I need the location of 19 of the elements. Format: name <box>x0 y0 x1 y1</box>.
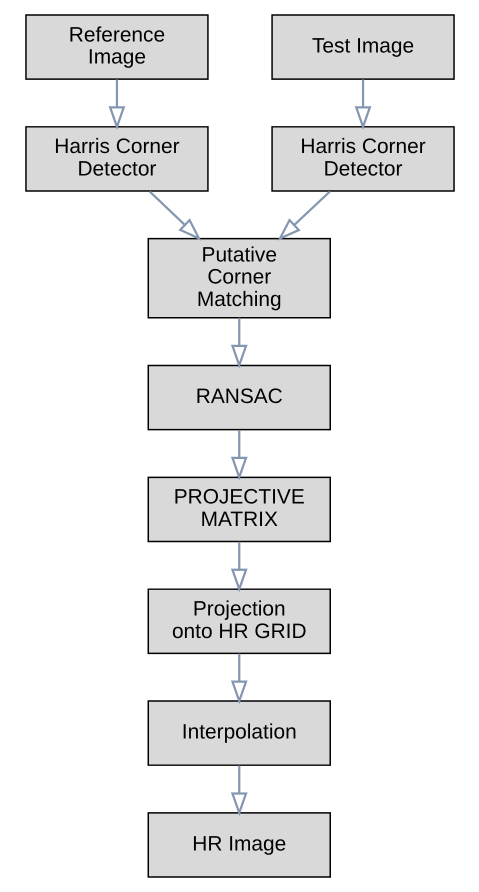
arrow <box>230 318 248 369</box>
node-box: PROJECTIVE MATRIX <box>147 476 330 542</box>
node-box: Harris Corner Detector <box>270 126 454 192</box>
node-box: RANSAC <box>147 364 330 430</box>
arrow <box>354 79 371 130</box>
node-box: HR Image <box>147 812 330 878</box>
arrow <box>230 766 248 816</box>
node-box: Test Image <box>270 14 454 80</box>
node-box: Projection onto HR GRID <box>147 588 330 654</box>
arrow <box>277 190 330 241</box>
arrow <box>108 79 125 130</box>
node-box: Interpolation <box>147 700 330 766</box>
arrow <box>148 190 201 241</box>
node-box: Putative Corner Matching <box>147 238 330 318</box>
node-box: Reference Image <box>24 14 208 80</box>
arrow <box>230 654 248 704</box>
node-box: Harris Corner Detector <box>24 126 208 192</box>
arrow <box>230 542 248 593</box>
arrow <box>230 430 248 481</box>
